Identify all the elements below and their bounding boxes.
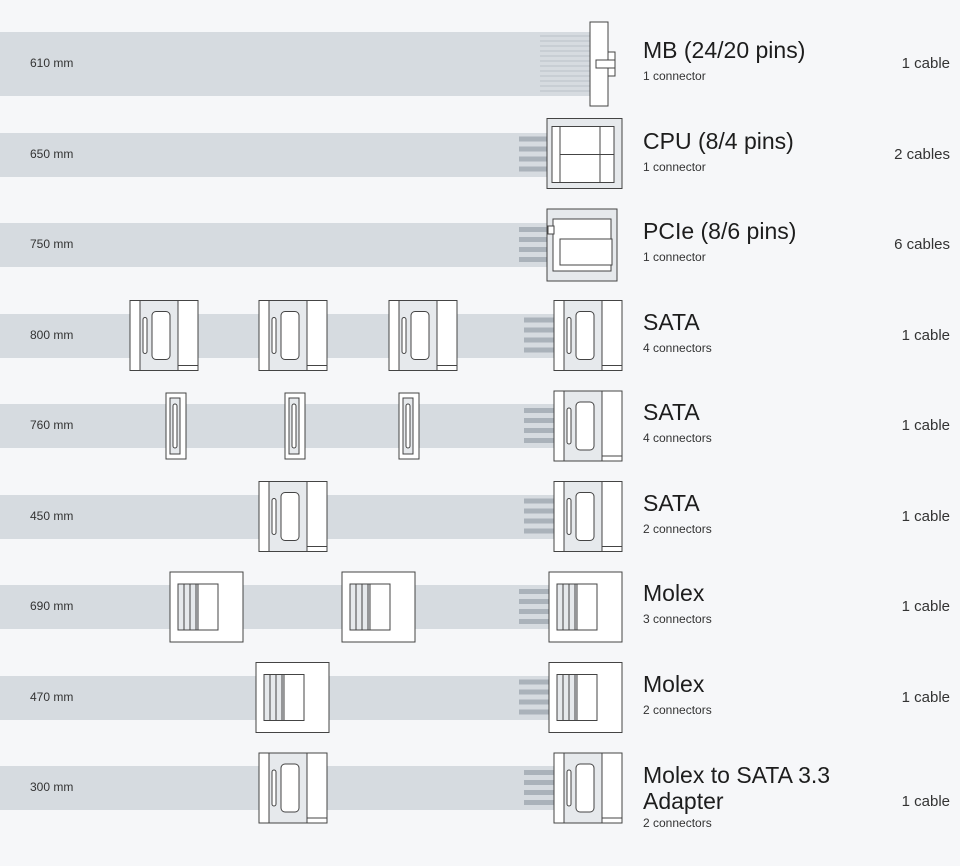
molex-connector (341, 571, 416, 643)
connector-title: SATA (643, 308, 700, 335)
sata-end-connector (524, 481, 623, 552)
connector-count: 4 connectors (643, 431, 712, 445)
cable-band (0, 132, 560, 177)
connector-drawing (540, 21, 616, 107)
connector-title: SATA (643, 399, 700, 425)
connector-drawing (165, 390, 623, 462)
molex-end-connector (519, 571, 623, 643)
connector-drawing (519, 118, 623, 189)
connector-title: SATA (643, 489, 700, 516)
connector-title: Molex (643, 580, 705, 606)
sata-end-connector (524, 390, 623, 462)
cable-length: 800 mm (30, 327, 74, 342)
cable-count: 1 cable (901, 598, 950, 615)
cpu-end-connector (519, 118, 623, 189)
connector-count: 1 connector (643, 69, 706, 83)
cable-length: 610 mm (30, 56, 74, 70)
cable-count: 6 cables (894, 236, 950, 253)
connector-drawing (255, 662, 623, 733)
connector-drawing (169, 571, 623, 643)
cable-band (0, 223, 560, 267)
sata-end-connector (524, 752, 623, 824)
sata-connector (129, 300, 199, 371)
cable-band (0, 32, 591, 96)
cable-length: 470 mm (30, 689, 74, 704)
cable-band (0, 404, 560, 448)
cable-count: 2 cables (894, 145, 950, 163)
cable-count: 1 cable (901, 688, 950, 706)
connector-title: Molex (643, 670, 705, 697)
connector-title: CPU (8/4 pins) (643, 127, 794, 154)
cable-count: 1 cable (901, 55, 950, 72)
cable-length: 760 mm (30, 418, 74, 432)
sata-side-connector (284, 392, 306, 460)
connector-drawing (258, 752, 623, 824)
connector-count: 1 connector (643, 159, 706, 174)
cable-count: 1 cable (901, 326, 950, 344)
mb-end-connector (540, 21, 616, 107)
sata-side-connector (165, 392, 187, 460)
connector-count: 2 connectors (643, 521, 712, 536)
connector-count: 1 connector (643, 250, 706, 264)
sata-connector (258, 300, 328, 371)
cable-length: 300 mm (30, 780, 74, 794)
connector-drawing (519, 208, 618, 282)
connector-drawing (258, 481, 623, 552)
connector-title: Molex to SATA 3.3 Adapter (643, 762, 831, 814)
cable-count: 1 cable (901, 417, 950, 434)
pcie-end-connector (519, 208, 618, 282)
cable-length: 690 mm (30, 599, 74, 613)
sata-connector (258, 481, 328, 552)
cable-length: 650 mm (30, 146, 74, 161)
connector-count: 2 connectors (643, 816, 712, 830)
connector-title: MB (24/20 pins) (643, 37, 806, 63)
connector-count: 3 connectors (643, 612, 712, 626)
cable-length: 750 mm (30, 237, 74, 251)
cable-length: 450 mm (30, 508, 74, 523)
sata-end-connector (524, 300, 623, 371)
molex-connector (169, 571, 244, 643)
connector-title: PCIe (8/6 pins) (643, 218, 797, 244)
connector-drawing (129, 300, 623, 371)
sata-connector (388, 300, 458, 371)
molex-connector (255, 662, 330, 733)
molex-end-connector (519, 662, 623, 733)
cable-count: 1 cable (901, 507, 950, 525)
cable-count: 1 cable (901, 793, 950, 810)
sata-side-connector (398, 392, 420, 460)
sata-connector (258, 752, 328, 824)
connector-count: 2 connectors (643, 702, 712, 717)
connector-count: 4 connectors (643, 340, 712, 355)
cable-band (0, 585, 560, 629)
